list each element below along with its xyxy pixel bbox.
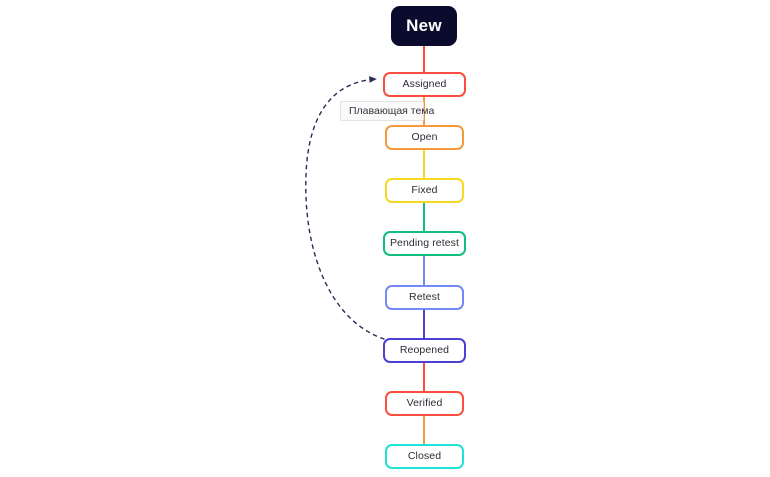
floating-topic-label: Плавающая тема — [349, 105, 435, 117]
node-new[interactable]: New — [391, 6, 457, 46]
node-verified-label: Verified — [406, 396, 443, 409]
node-new-label: New — [406, 15, 442, 35]
node-assigned-label: Assigned — [402, 77, 447, 90]
node-fixed-label: Fixed — [411, 183, 438, 196]
node-open[interactable]: Open — [385, 125, 464, 150]
node-closed-label: Closed — [407, 449, 442, 462]
node-closed[interactable]: Closed — [385, 444, 464, 469]
node-verified[interactable]: Verified — [385, 391, 464, 416]
node-assigned[interactable]: Assigned — [383, 72, 466, 97]
node-pending-retest[interactable]: Pending retest — [383, 231, 466, 256]
node-reopened[interactable]: Reopened — [383, 338, 466, 363]
node-retest-label: Retest — [409, 290, 440, 303]
node-retest[interactable]: Retest — [385, 285, 464, 310]
node-fixed[interactable]: Fixed — [385, 178, 464, 203]
floating-topic[interactable]: Плавающая тема — [340, 101, 434, 121]
node-pending-retest-label: Pending retest — [389, 236, 460, 249]
node-reopened-label: Reopened — [399, 343, 450, 356]
node-open-label: Open — [411, 130, 438, 143]
